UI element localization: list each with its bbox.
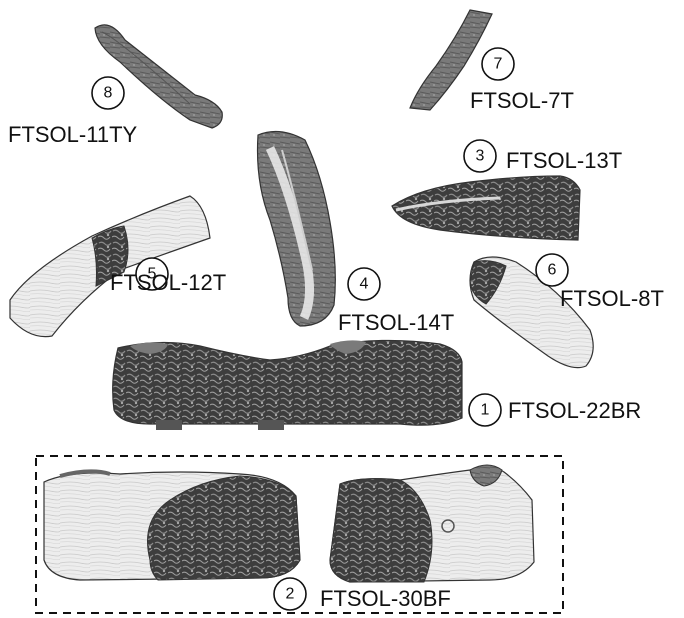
log-2-left — [44, 471, 300, 580]
callout-8-label: FTSOL-11TY — [8, 122, 138, 147]
callout-3-number: 3 — [476, 148, 485, 165]
callout-6-label: FTSOL-8T — [560, 286, 664, 311]
log-2-right — [330, 465, 534, 582]
callout-2: 2 FTSOL-30BF — [274, 578, 451, 611]
callout-2-number: 2 — [286, 586, 295, 603]
callout-4-label: FTSOL-14T — [338, 310, 454, 335]
log-8 — [95, 25, 222, 128]
callout-5-label: FTSOL-12T — [110, 270, 226, 295]
log-4 — [258, 131, 336, 326]
log-5 — [10, 196, 210, 337]
callout-7-number: 7 — [494, 56, 503, 73]
callout-1: 1 FTSOL-22BR — [469, 394, 641, 426]
log-1 — [113, 340, 462, 430]
callout-6-number: 6 — [548, 262, 557, 279]
callout-7: 7 FTSOL-7T — [470, 48, 574, 113]
callout-1-label: FTSOL-22BR — [508, 398, 641, 423]
callout-3-label: FTSOL-13T — [506, 148, 622, 173]
callout-7-label: FTSOL-7T — [470, 88, 574, 113]
log-6 — [470, 257, 593, 368]
callout-3: 3 FTSOL-13T — [464, 140, 622, 173]
callout-2-label: FTSOL-30BF — [320, 586, 451, 611]
callout-8: 8 FTSOL-11TY — [8, 77, 138, 147]
callout-4: 4 FTSOL-14T — [338, 268, 454, 335]
callout-1-number: 1 — [481, 402, 490, 419]
callout-4-number: 4 — [360, 276, 369, 293]
callout-8-number: 8 — [104, 85, 113, 102]
log-3 — [392, 176, 580, 240]
